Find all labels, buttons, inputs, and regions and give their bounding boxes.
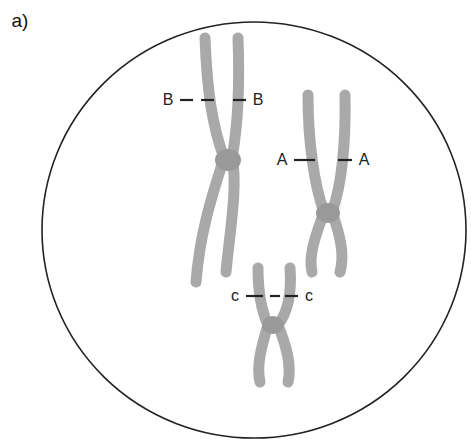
- locus-mark: [270, 295, 280, 297]
- chromosomes: [196, 38, 345, 382]
- locus-mark: [246, 295, 263, 297]
- locus-mark: [201, 99, 214, 101]
- gene-label: c: [231, 288, 239, 304]
- cell-outline: [42, 22, 466, 438]
- gene-label: B: [253, 92, 264, 108]
- centromere: [262, 316, 284, 334]
- locus-mark: [294, 159, 315, 161]
- panel-label: a): [12, 11, 29, 30]
- centromeres: [215, 149, 340, 334]
- locus-mark: [338, 159, 352, 161]
- gene-loci: [180, 100, 352, 296]
- gene-label: A: [359, 152, 370, 168]
- gene-label: A: [277, 152, 288, 168]
- gene-label: c: [305, 288, 313, 304]
- chromatid: [332, 95, 345, 272]
- gene-label: B: [163, 92, 174, 108]
- locus-mark: [233, 99, 246, 101]
- locus-mark: [180, 99, 193, 101]
- centromere: [316, 203, 340, 223]
- centromere: [215, 149, 241, 171]
- chromatid: [308, 95, 324, 272]
- locus-mark: [285, 295, 298, 297]
